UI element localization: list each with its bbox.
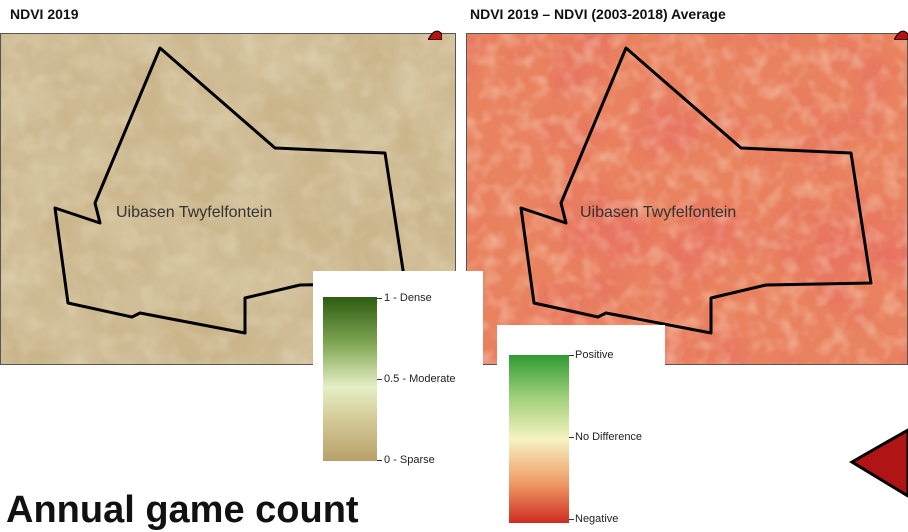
red-arrow-icon	[849, 428, 908, 498]
corner-mark-icon	[894, 30, 908, 40]
ndvi-legend-label-sparse: 0 - Sparse	[384, 454, 435, 466]
ndvi-legend-label-dense: 1 - Dense	[384, 292, 432, 304]
ndvi-frame	[0, 33, 456, 365]
farm-boundary-difference	[519, 46, 873, 335]
ndvi-legend-label-moderate: 0.5 - Moderate	[384, 373, 456, 385]
difference-legend-label-positive: Positive	[575, 349, 614, 361]
difference-legend-label-negative: Negative	[575, 513, 619, 525]
ndvi-legend: 1 - Dense 0.5 - Moderate 0 - Sparse	[313, 271, 483, 473]
farm-boundary	[53, 46, 407, 335]
difference-color-ramp	[509, 355, 569, 523]
ndvi-color-ramp	[323, 297, 377, 461]
legend-tick	[569, 519, 574, 520]
ndvi-map-title: NDVI 2019	[10, 6, 79, 22]
legend-tick	[377, 379, 382, 380]
legend-tick	[569, 437, 574, 438]
annual-game-count-heading: Annual game count	[6, 489, 359, 531]
corner-mark-icon	[428, 30, 442, 40]
difference-map-title: NDVI 2019 – NDVI (2003-2018) Average	[470, 6, 726, 22]
legend-tick	[569, 355, 574, 356]
legend-tick	[377, 298, 382, 299]
difference-texture-light	[466, 33, 908, 365]
ndvi-map: Uibasen Twyfelfontein	[0, 33, 456, 365]
difference-legend: Positive No Difference Negative	[497, 325, 665, 528]
difference-map-canvas	[466, 33, 908, 365]
difference-place-label: Uibasen Twyfelfontein	[580, 204, 737, 221]
legend-tick	[377, 460, 382, 461]
ndvi-map-canvas	[0, 33, 456, 365]
ndvi-place-label: Uibasen Twyfelfontein	[116, 204, 273, 221]
difference-legend-label-no-difference: No Difference	[575, 431, 643, 443]
difference-map: Uibasen Twyfelfontein	[466, 33, 908, 365]
